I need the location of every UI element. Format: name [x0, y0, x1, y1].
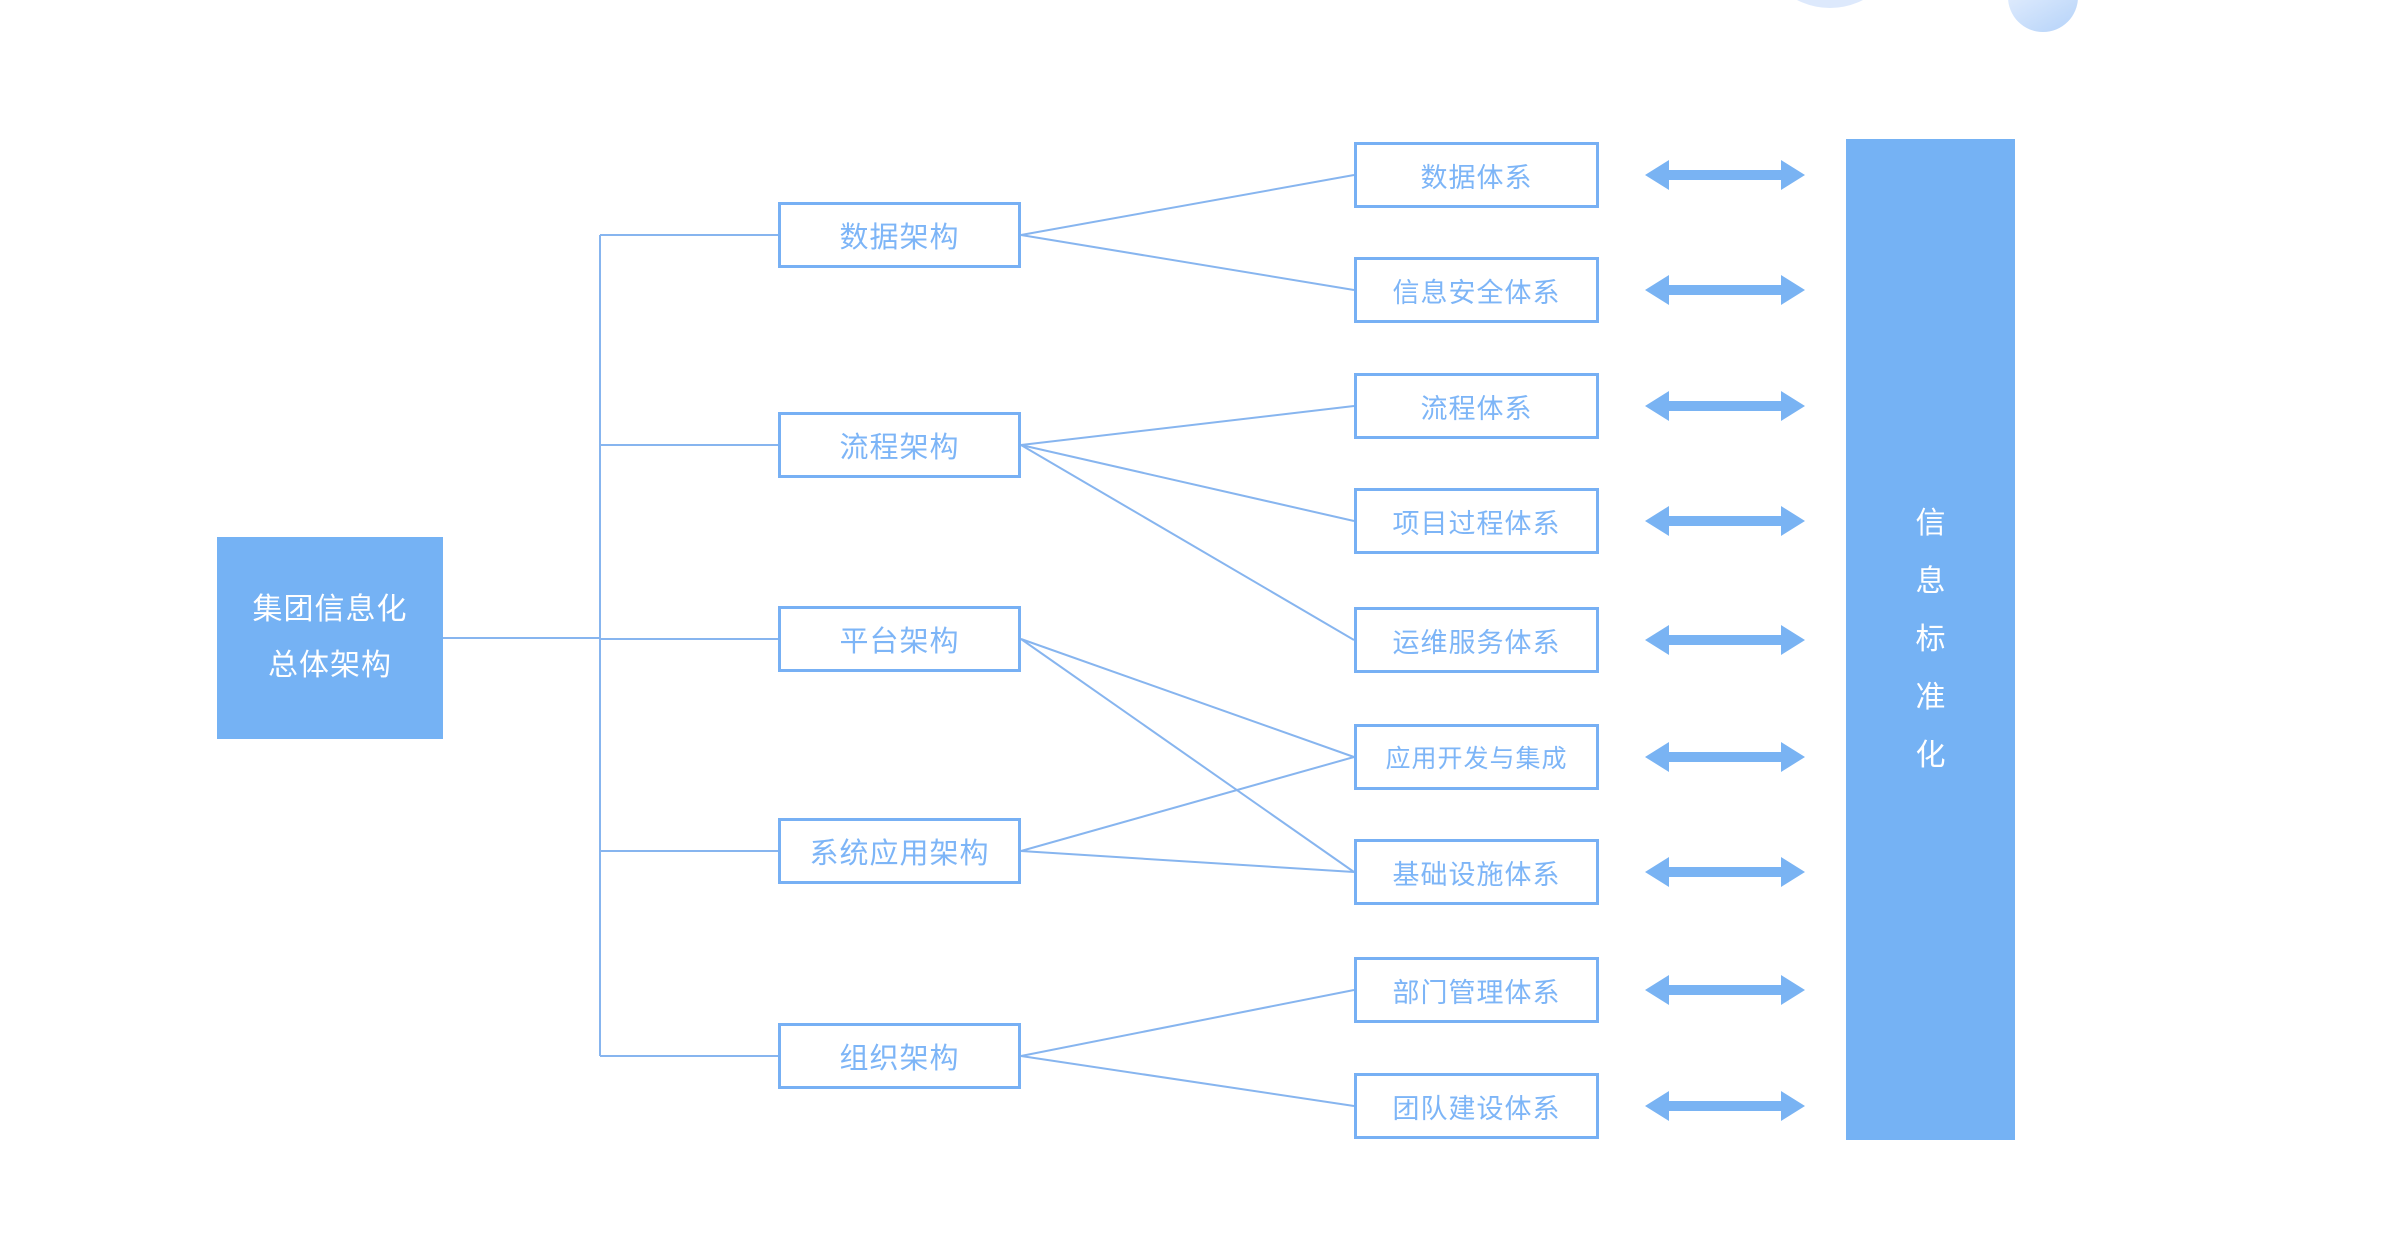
edge-platform-arch-infrastructure — [1020, 638, 1355, 873]
edge-system-app-arch-app-dev-integration — [1020, 756, 1355, 852]
node-infrastructure[interactable]: 基础设施体系 — [1354, 839, 1599, 905]
node-dept-management[interactable]: 部门管理体系 — [1354, 957, 1599, 1023]
node-root[interactable]: 集团信息化 总体架构 — [217, 537, 443, 739]
node-app-dev-integration[interactable]: 应用开发与集成 — [1354, 724, 1599, 790]
bar-label-char: 息 — [1915, 564, 1946, 598]
node-org-arch[interactable]: 组织架构 — [778, 1023, 1021, 1089]
bar-label-char: 化 — [1915, 738, 1946, 772]
edge-data-arch-data-system — [1020, 174, 1355, 236]
edge-data-arch-info-security — [1020, 234, 1355, 291]
node-team-building[interactable]: 团队建设体系 — [1354, 1073, 1599, 1139]
decorative-circle — [2008, 0, 2078, 32]
root-label-line2: 总体架构 — [268, 649, 392, 682]
node-ops-service[interactable]: 运维服务体系 — [1354, 607, 1599, 673]
double-arrow-data-system — [1645, 160, 1805, 190]
node-data-arch[interactable]: 数据架构 — [778, 202, 1021, 268]
bar-label-char: 信 — [1915, 506, 1946, 540]
edge-platform-arch-app-dev-integration — [1020, 638, 1355, 758]
node-info-security[interactable]: 信息安全体系 — [1354, 257, 1599, 323]
root-label-line1: 集团信息化 — [252, 593, 408, 626]
edge-process-arch-project-process — [1020, 444, 1355, 522]
double-arrow-ops-service — [1645, 625, 1805, 655]
node-data-system[interactable]: 数据体系 — [1354, 142, 1599, 208]
double-arrow-info-security — [1645, 275, 1805, 305]
double-arrow-infrastructure — [1645, 857, 1805, 887]
node-process-system[interactable]: 流程体系 — [1354, 373, 1599, 439]
double-arrow-team-building — [1645, 1091, 1805, 1121]
standardization-bar[interactable]: 信息标准化 — [1846, 139, 2015, 1140]
double-arrow-dept-management — [1645, 975, 1805, 1005]
bar-label-char: 标 — [1915, 622, 1946, 656]
edge-org-arch-dept-management — [1020, 989, 1355, 1057]
double-arrow-process-system — [1645, 391, 1805, 421]
double-arrow-project-process — [1645, 506, 1805, 536]
edge-process-arch-process-system — [1020, 405, 1355, 446]
double-arrow-app-dev-integration — [1645, 742, 1805, 772]
node-project-process[interactable]: 项目过程体系 — [1354, 488, 1599, 554]
edge-system-app-arch-infrastructure — [1020, 850, 1355, 873]
decorative-circle — [1758, 0, 1902, 8]
node-system-app-arch[interactable]: 系统应用架构 — [778, 818, 1021, 884]
bar-label-char: 准 — [1915, 680, 1946, 714]
node-process-arch[interactable]: 流程架构 — [778, 412, 1021, 478]
edge-process-arch-ops-service — [1020, 444, 1355, 641]
node-platform-arch[interactable]: 平台架构 — [778, 606, 1021, 672]
edge-org-arch-team-building — [1020, 1055, 1355, 1107]
